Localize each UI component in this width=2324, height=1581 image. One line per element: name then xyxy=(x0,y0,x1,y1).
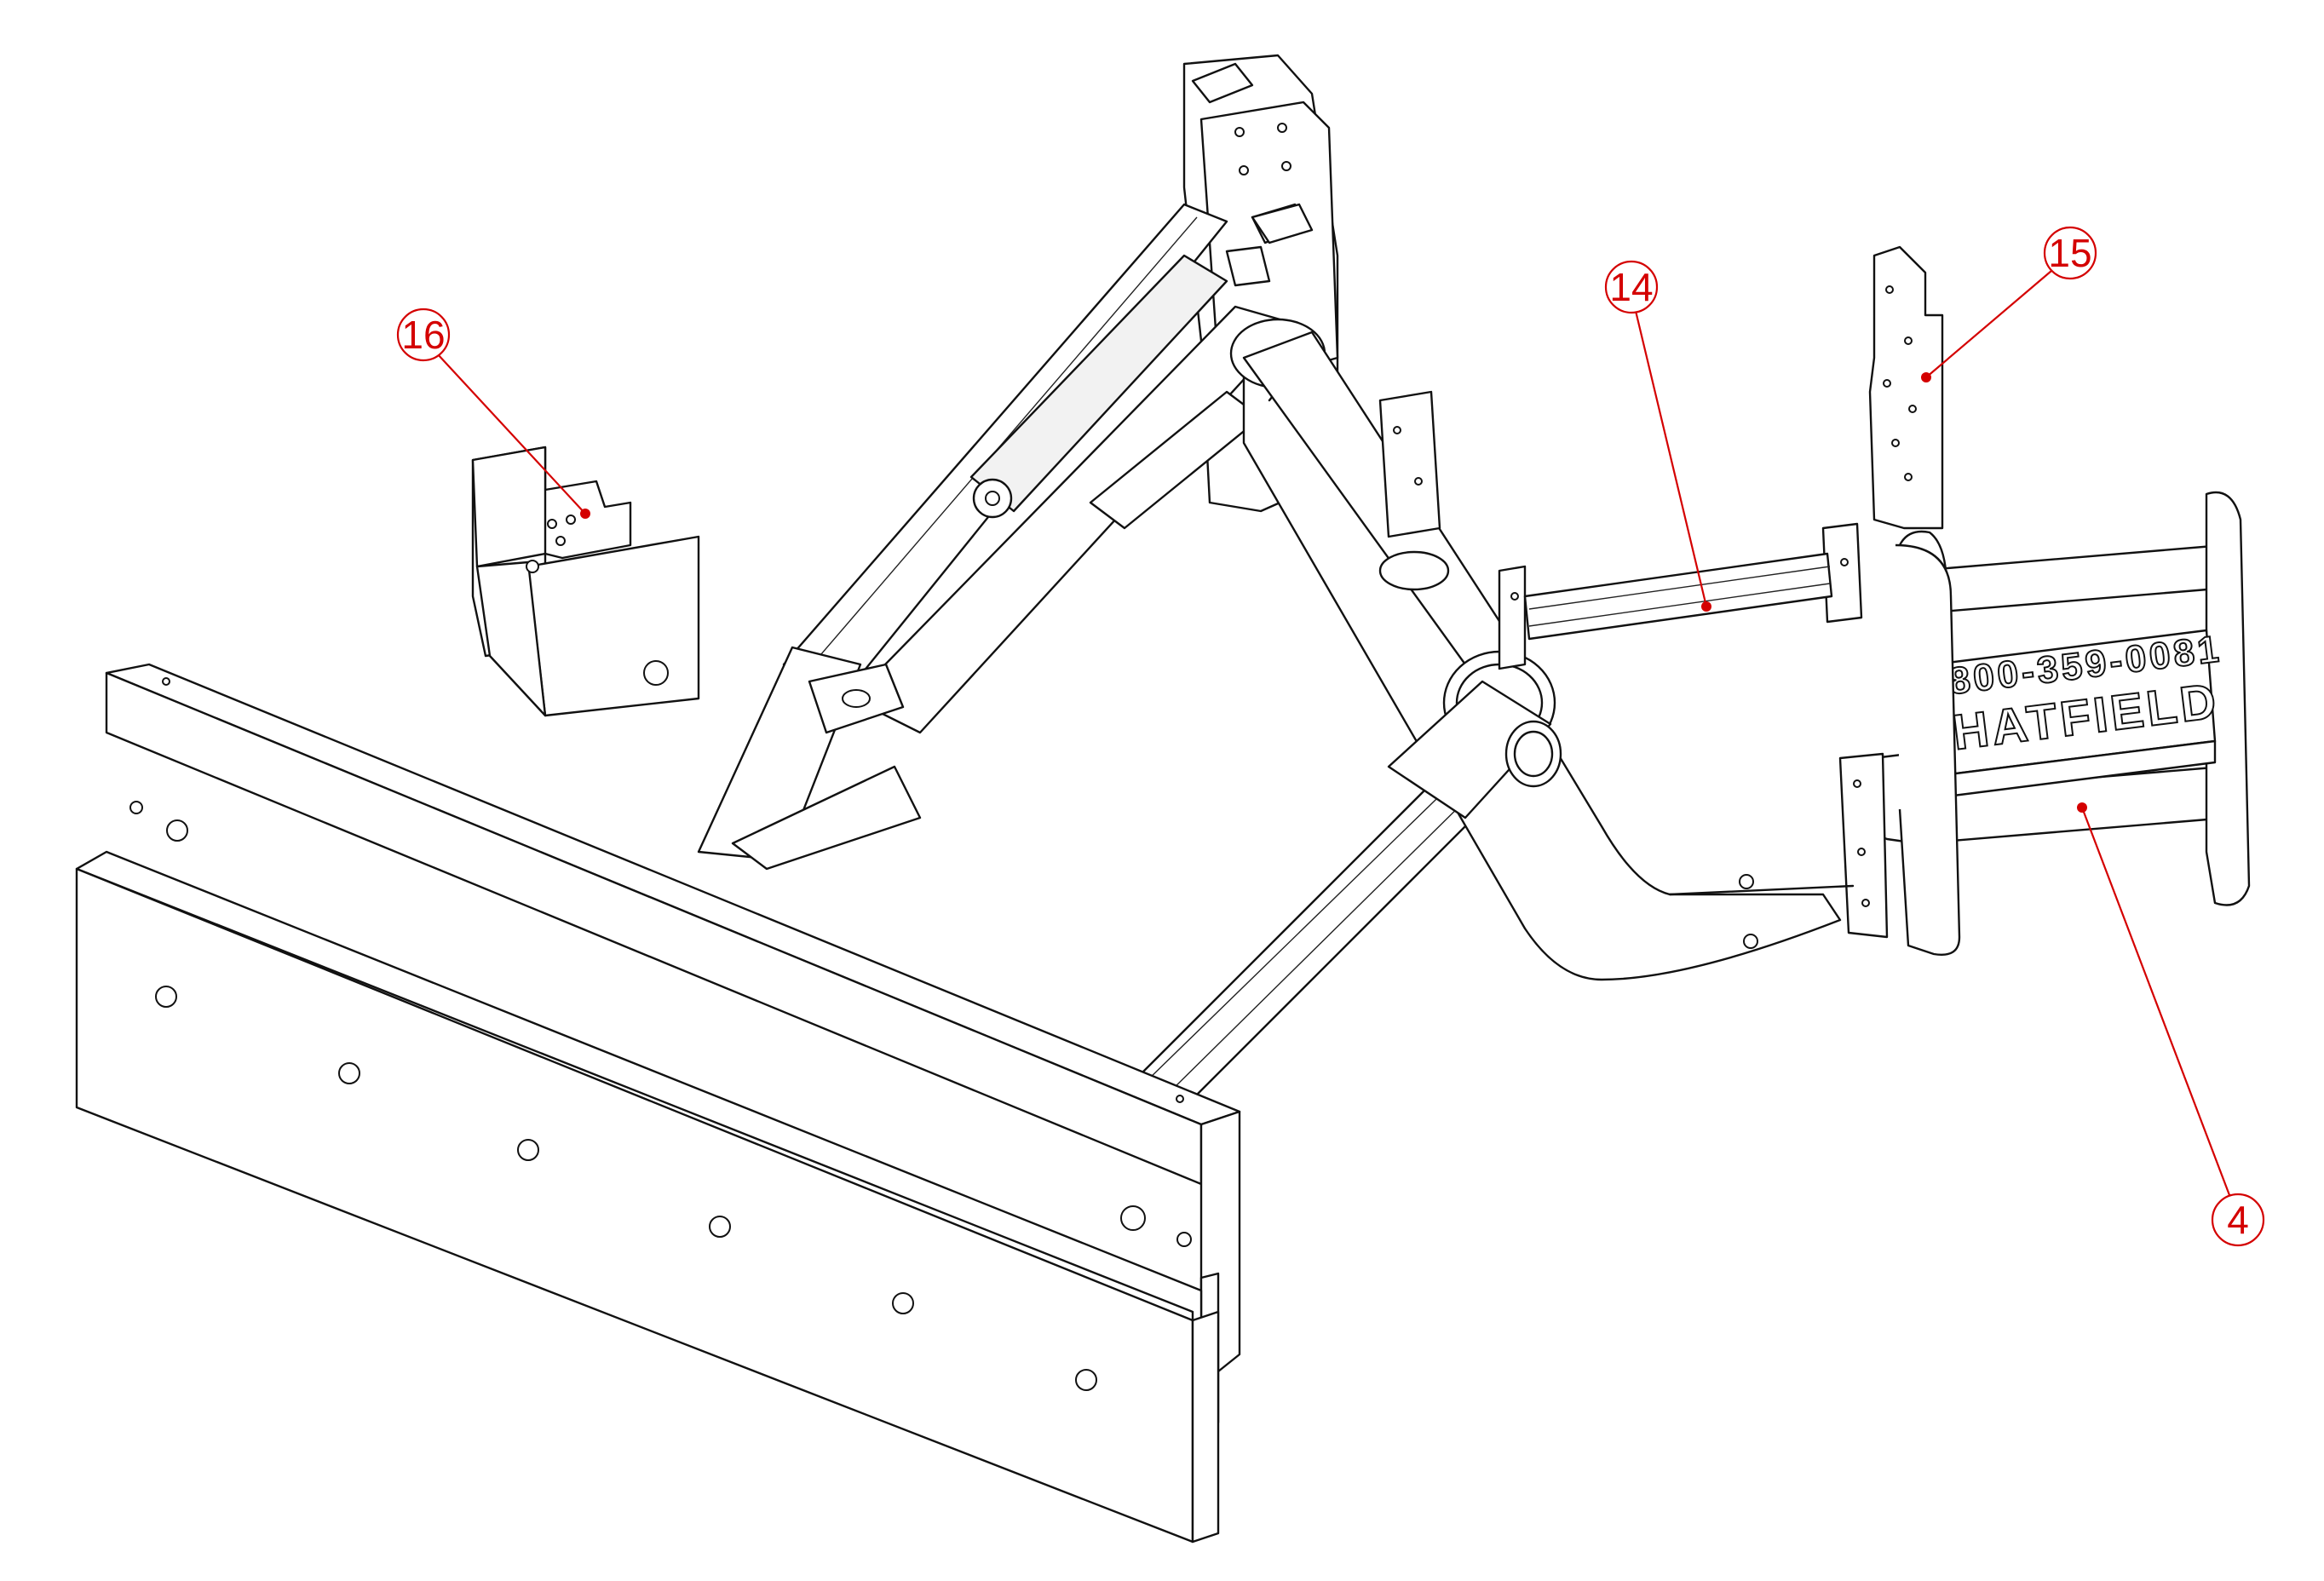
callout-4[interactable]: 4 xyxy=(2077,802,2265,1247)
bracket-part-16 xyxy=(471,446,700,717)
lower-diagonal-arm xyxy=(1123,765,1493,1109)
mount-plate-part-15 xyxy=(1868,245,1944,530)
blade-assembly xyxy=(75,663,1241,1544)
callout-16-label: 16 xyxy=(401,313,445,357)
callout-4-label: 4 xyxy=(2227,1198,2249,1242)
callout-14[interactable]: 14 xyxy=(1604,260,1711,612)
callout-15[interactable]: 15 xyxy=(1921,226,2097,382)
axle-tube-part-14 xyxy=(1498,522,1863,670)
mast-assembly xyxy=(697,54,1842,981)
blade-bolts xyxy=(155,986,1097,1391)
callout-15-label: 15 xyxy=(2048,231,2091,275)
callout-16[interactable]: 16 xyxy=(396,308,590,519)
frame-rail-part-4: HATFIELD 800-359-0081 xyxy=(1668,491,2251,956)
callout-14-label: 14 xyxy=(1609,265,1653,309)
